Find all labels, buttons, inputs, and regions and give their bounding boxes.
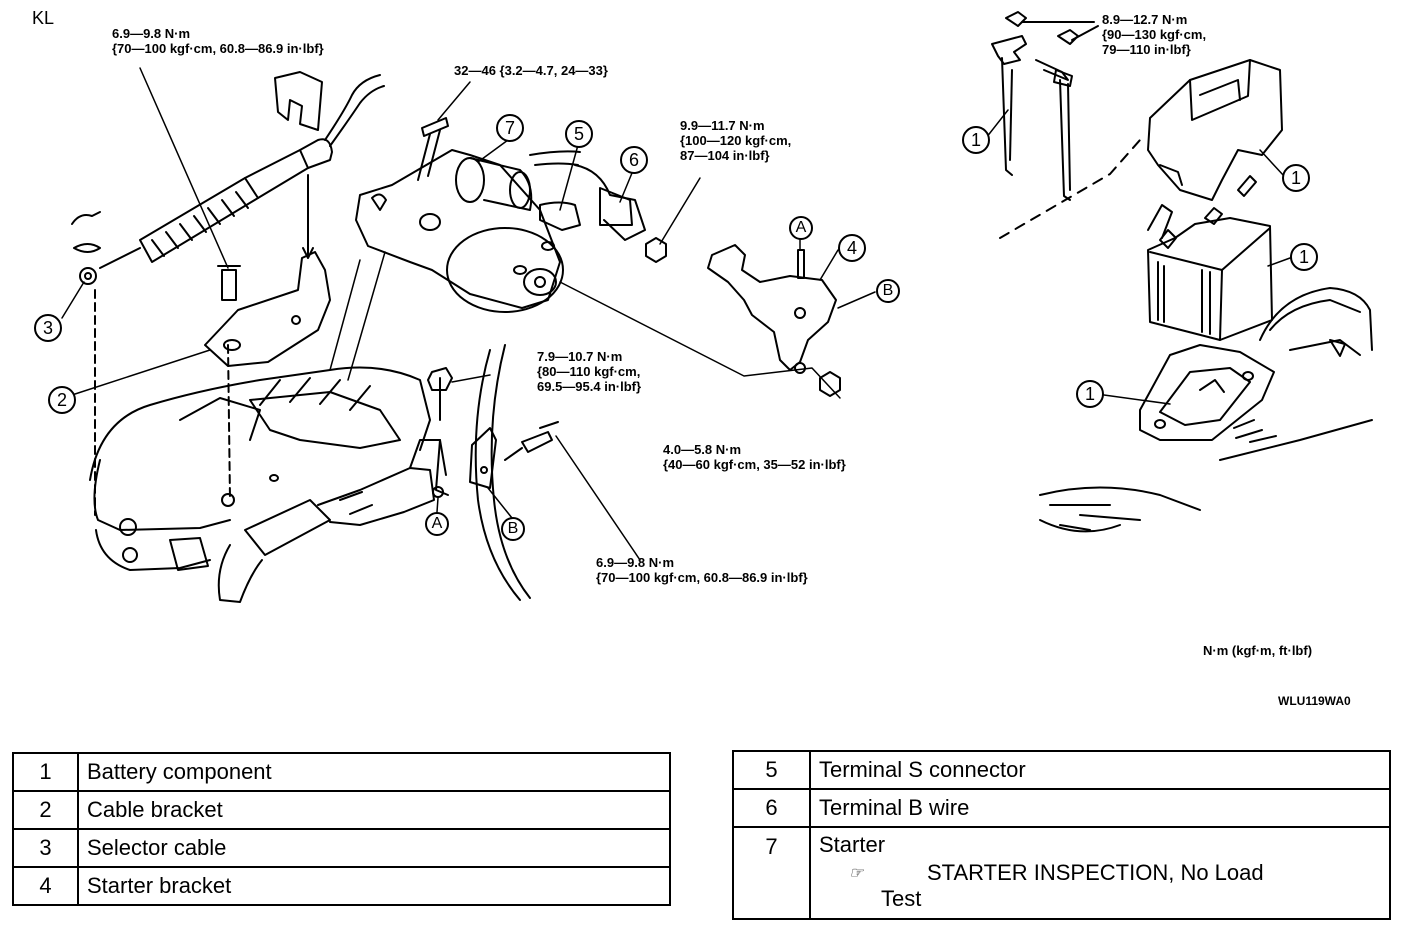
legend-number: 3 [12, 828, 79, 868]
legend-label: Battery component [77, 752, 671, 792]
callout-4: 4 [838, 234, 866, 262]
torque-spec-lower-bolt: 6.9—9.8 N·m{70—100 kgf·cm, 60.8—86.9 in·… [596, 555, 808, 585]
cable-bracket-drawing [204, 71, 331, 367]
legend-label: Selector cable [77, 828, 671, 868]
legend-number: 5 [732, 750, 811, 790]
callout-b-housing: B [501, 517, 525, 541]
torque-spec-starter-upper-bolt: 32—46 {3.2—4.7, 24—33} [454, 63, 608, 78]
legend-table-left: 1 Battery component 2 Cable bracket 3 Se… [12, 752, 671, 906]
torque-spec-cable-bracket-bolt: 6.9—9.8 N·m{70—100 kgf·cm, 60.8—86.9 in·… [112, 26, 324, 56]
callout-a-bracket: A [789, 216, 813, 240]
torque-spec-bracket-nut: 7.9—10.7 N·m{80—110 kgf·cm,69.5—95.4 in·… [537, 349, 642, 394]
table-row: 2 Cable bracket [12, 790, 671, 830]
battery-assembly-drawing [991, 11, 1373, 533]
table-row: 4 Starter bracket [12, 866, 671, 906]
model-tag: KL [32, 8, 55, 28]
legend-label: Starter [819, 832, 886, 857]
figure-code: WLU119WA0 [1278, 694, 1351, 708]
reference-link[interactable]: ☞ STARTER INSPECTION, No Load [819, 860, 1381, 886]
callout-3: 3 [34, 314, 62, 342]
legend-label: Cable bracket [77, 790, 671, 830]
units-note: N·m (kgf·m, ft·lbf) [1203, 643, 1313, 658]
callout-2: 2 [48, 386, 76, 414]
torque-spec-battery-terminal: 8.9—12.7 N·m{90—130 kgf·cm,79—110 in·lbf… [1102, 12, 1207, 57]
table-row: 6 Terminal B wire [732, 788, 1391, 828]
reference-procedure-text[interactable]: STARTER INSPECTION, No Load [927, 860, 1264, 885]
table-row: 1 Battery component [12, 752, 671, 792]
table-row: 5 Terminal S connector [732, 750, 1391, 790]
torque-spec-starter-bracket-nut: 4.0—5.8 N·m{40—60 kgf·cm, 35—52 in·lbf} [663, 442, 846, 472]
legend-label: Starter bracket [77, 866, 671, 906]
leader-lines [61, 67, 1291, 561]
starter-motor-drawing [355, 117, 564, 313]
callout-6: 6 [620, 146, 648, 174]
legend-number: 1 [12, 752, 79, 792]
callout-1-battery-tray: 1 [1076, 380, 1104, 408]
legend-label-cell: Starter ☞ STARTER INSPECTION, No Load Te… [809, 826, 1391, 920]
legend-label: Terminal S connector [809, 750, 1391, 790]
legend-table-right: 5 Terminal S connector 6 Terminal B wire… [732, 750, 1391, 920]
callout-7: 7 [496, 114, 524, 142]
pointing-hand-icon: ☞ [849, 865, 864, 882]
transmission-housing-drawing [89, 289, 559, 603]
legend-number: 7 [732, 826, 811, 920]
torque-spec-terminal-b-nut: 9.9—11.7 N·m{100—120 kgf·cm,87—104 in·lb… [680, 118, 792, 163]
legend-number: 4 [12, 866, 79, 906]
callout-1-battery-cables: 1 [962, 126, 990, 154]
reference-test-word: Test [881, 886, 922, 911]
callout-a-housing: A [425, 512, 449, 536]
callout-5: 5 [565, 120, 593, 148]
terminal-connectors-drawing [529, 150, 667, 263]
legend-number: 2 [12, 790, 79, 830]
selector-cable-drawing [71, 74, 385, 285]
legend-number: 6 [732, 788, 811, 828]
table-row: 3 Selector cable [12, 828, 671, 868]
callout-b-bracket: B [876, 279, 900, 303]
callout-1-battery: 1 [1290, 243, 1318, 271]
table-row: 7 Starter ☞ STARTER INSPECTION, No Load … [732, 826, 1391, 920]
callout-1-battery-cover: 1 [1282, 164, 1310, 192]
legend-label: Terminal B wire [809, 788, 1391, 828]
starter-bracket-drawing [707, 244, 841, 397]
